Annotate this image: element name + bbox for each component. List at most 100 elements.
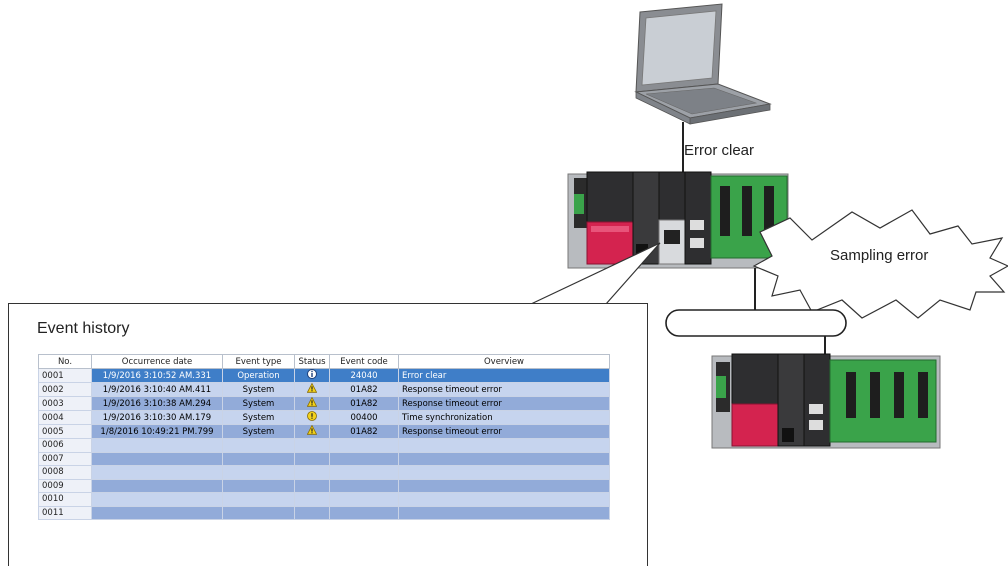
cell-event-code xyxy=(329,492,399,507)
warning-icon xyxy=(306,425,318,438)
plc-rack-upper xyxy=(567,171,789,269)
col-header-occurrence-date[interactable]: Occurrence date xyxy=(91,354,223,369)
cell-event-code: 00400 xyxy=(329,410,399,425)
callout-pointer xyxy=(530,242,661,305)
cell-no: 0004 xyxy=(38,410,92,425)
cell-event-code: 01A82 xyxy=(329,382,399,397)
sampling-error-label: Sampling error xyxy=(830,247,929,264)
laptop-icon xyxy=(634,3,772,125)
cell-occurrence-date xyxy=(91,465,223,480)
cell-occurrence-date xyxy=(91,438,223,453)
cell-event-type: Operation xyxy=(222,368,295,383)
cell-status xyxy=(294,438,330,453)
cell-no: 0008 xyxy=(38,465,92,480)
cell-event-code xyxy=(329,505,399,520)
cell-occurrence-date xyxy=(91,492,223,507)
cell-status xyxy=(294,382,330,397)
cell-event-code: 01A82 xyxy=(329,396,399,411)
network-bus xyxy=(665,309,847,337)
col-header-no[interactable]: No. xyxy=(38,354,92,369)
cell-event-code xyxy=(329,451,399,466)
col-header-event-code[interactable]: Event code xyxy=(329,354,399,369)
table-row[interactable]: 0006 xyxy=(38,438,610,453)
event-history-panel: Event history No. Occurrence date Event … xyxy=(8,303,648,566)
cell-no: 0005 xyxy=(38,424,92,439)
cell-occurrence-date: 1/9/2016 3:10:38 AM.294 xyxy=(91,396,223,411)
table-row[interactable]: 0007 xyxy=(38,451,610,466)
cell-overview xyxy=(398,492,610,507)
cell-occurrence-date xyxy=(91,478,223,493)
col-header-status[interactable]: Status xyxy=(294,354,330,369)
cell-overview xyxy=(398,478,610,493)
cell-no: 0003 xyxy=(38,396,92,411)
cell-event-type: System xyxy=(222,410,295,425)
cell-occurrence-date xyxy=(91,505,223,520)
table-row[interactable]: 0010 xyxy=(38,492,610,507)
warning-icon xyxy=(306,397,318,410)
event-history-table: No. Occurrence date Event type Status Ev… xyxy=(38,354,610,520)
cell-overview xyxy=(398,465,610,480)
cell-occurrence-date: 1/9/2016 3:10:52 AM.331 xyxy=(91,368,223,383)
cell-no: 0011 xyxy=(38,505,92,520)
cell-status xyxy=(294,492,330,507)
cell-event-type xyxy=(222,451,295,466)
info-icon xyxy=(307,369,317,382)
col-header-event-type[interactable]: Event type xyxy=(222,354,295,369)
error-clear-label: Error clear xyxy=(684,142,755,159)
cell-occurrence-date: 1/9/2016 3:10:30 AM.179 xyxy=(91,410,223,425)
plc-rack-lower xyxy=(711,353,941,449)
cell-event-type xyxy=(222,492,295,507)
cell-occurrence-date: 1/9/2016 3:10:40 AM.411 xyxy=(91,382,223,397)
table-header-row: No. Occurrence date Event type Status Ev… xyxy=(38,354,610,369)
cell-overview: Time synchronization xyxy=(398,410,610,425)
caution-icon xyxy=(307,411,317,424)
cell-no: 0009 xyxy=(38,478,92,493)
cell-status xyxy=(294,396,330,411)
cell-status xyxy=(294,505,330,520)
cell-no: 0002 xyxy=(38,382,92,397)
cell-occurrence-date xyxy=(91,451,223,466)
cell-overview xyxy=(398,438,610,453)
cell-status xyxy=(294,410,330,425)
cell-no: 0010 xyxy=(38,492,92,507)
cell-overview: Response timeout error xyxy=(398,424,610,439)
cell-status xyxy=(294,451,330,466)
cell-no: 0006 xyxy=(38,438,92,453)
cell-status xyxy=(294,465,330,480)
cell-overview: Response timeout error xyxy=(398,382,610,397)
cell-status xyxy=(294,478,330,493)
cell-status xyxy=(294,424,330,439)
cell-event-code: 24040 xyxy=(329,368,399,383)
cell-event-type xyxy=(222,505,295,520)
cell-no: 0007 xyxy=(38,451,92,466)
cell-overview xyxy=(398,451,610,466)
cell-event-type xyxy=(222,465,295,480)
cell-event-code xyxy=(329,478,399,493)
warning-icon xyxy=(306,383,318,396)
cell-event-type: System xyxy=(222,382,295,397)
table-row[interactable]: 0009 xyxy=(38,478,610,493)
cell-status xyxy=(294,368,330,383)
cell-event-code: 01A82 xyxy=(329,424,399,439)
cell-occurrence-date: 1/8/2016 10:49:21 PM.799 xyxy=(91,424,223,439)
cell-event-type xyxy=(222,438,295,453)
cell-event-type: System xyxy=(222,424,295,439)
table-row[interactable]: 0008 xyxy=(38,465,610,480)
table-row[interactable]: 0011 xyxy=(38,505,610,520)
cell-event-type: System xyxy=(222,396,295,411)
panel-title: Event history xyxy=(37,320,130,337)
col-header-overview[interactable]: Overview xyxy=(398,354,610,369)
cell-no: 0001 xyxy=(38,368,92,383)
cell-overview: Error clear xyxy=(398,368,610,383)
error-burst-shape xyxy=(752,209,1008,319)
cell-overview xyxy=(398,505,610,520)
cell-event-code xyxy=(329,438,399,453)
cell-overview: Response timeout error xyxy=(398,396,610,411)
cell-event-type xyxy=(222,478,295,493)
